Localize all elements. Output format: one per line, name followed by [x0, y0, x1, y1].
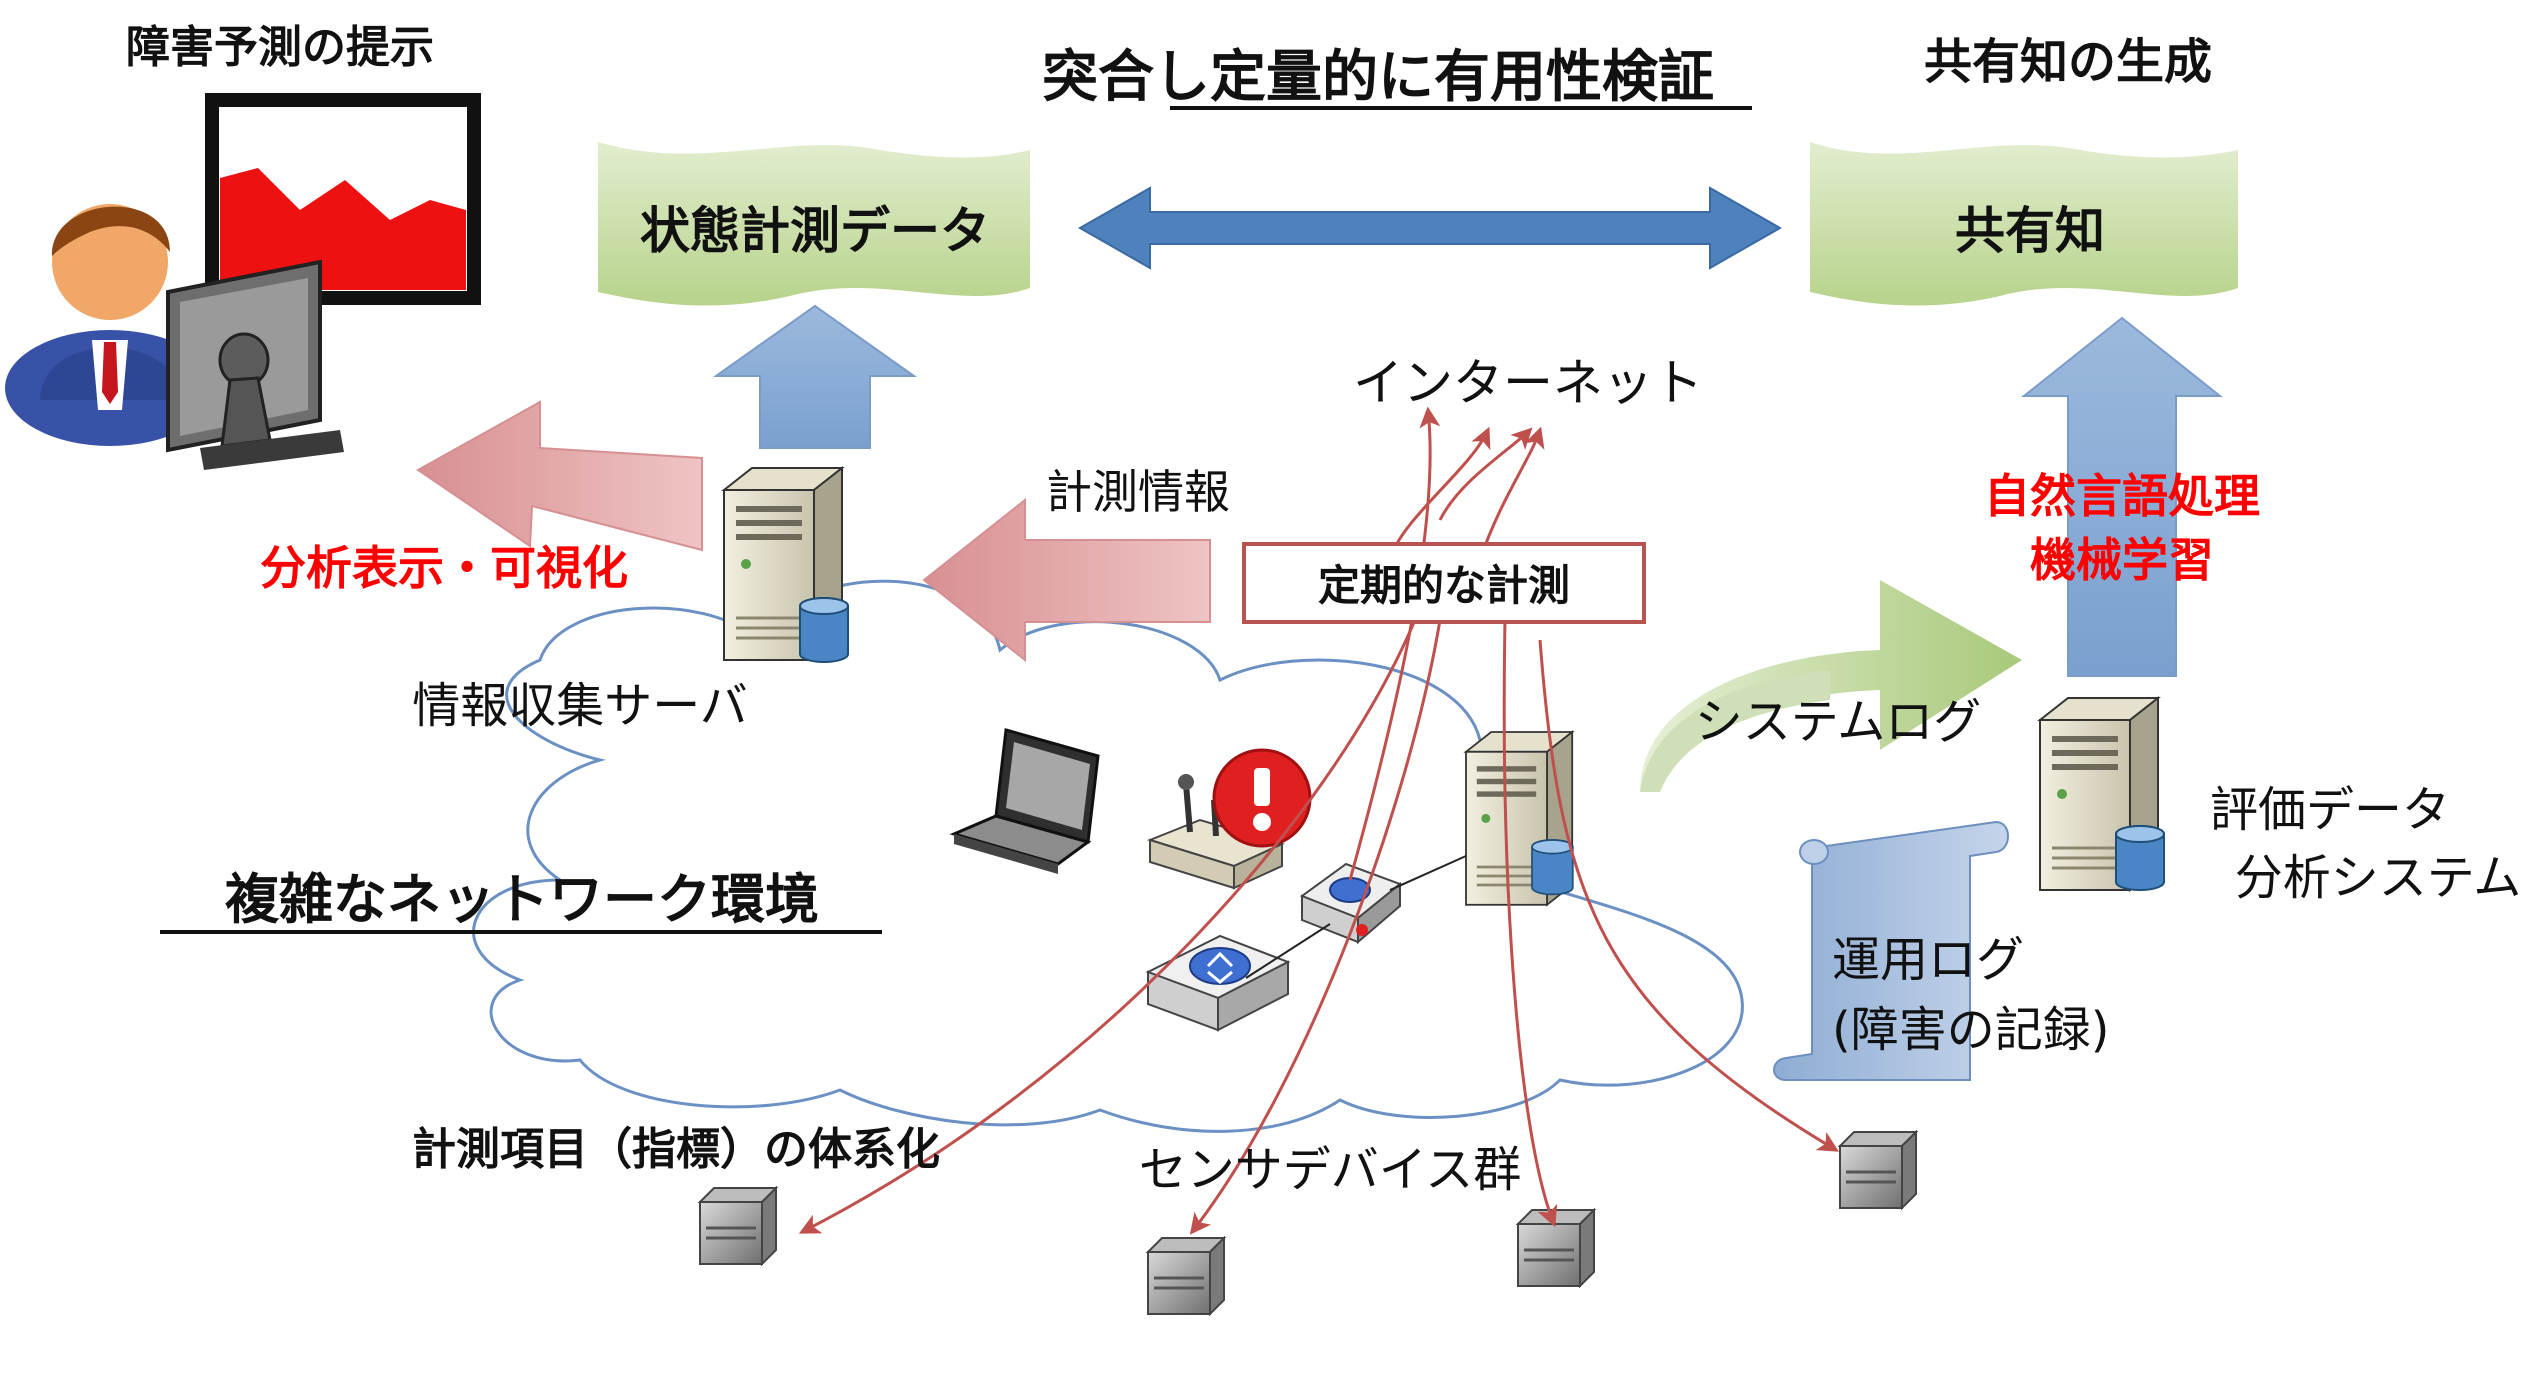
up-arrow-left — [712, 304, 918, 449]
ops-log-label-1: 運用ログ — [1832, 932, 2024, 988]
shared-knowledge-banner: 共有知 — [1810, 142, 2238, 306]
collector-server-label: 情報収集サーバ — [412, 678, 748, 734]
periodic-measurement-box — [1242, 542, 1646, 624]
analysis-display-label: 分析表示・可視化 — [260, 541, 628, 595]
eval-system-label-1: 評価データ — [2210, 782, 2450, 838]
measurement-info-arrow — [922, 497, 1211, 663]
nlp-label: 自然言語処理 — [1984, 469, 2260, 523]
switch-icon — [1299, 862, 1402, 945]
indicator-system-label: 計測項目（指標）の体系化 — [412, 1124, 940, 1175]
verification-title: 突合し定量的に有用性検証 — [1042, 45, 1714, 110]
network-cloud-icon — [472, 579, 1744, 1133]
system-log-label: システムログ — [1695, 694, 1982, 750]
sensor-device-icon-2 — [1146, 1236, 1226, 1316]
ml-label: 機械学習 — [2030, 533, 2214, 587]
sensor-device-icon-3 — [1516, 1208, 1596, 1288]
sensor-device-icon-1 — [698, 1186, 778, 1266]
eval-system-label-2: 分析システム — [2235, 850, 2522, 906]
scroll-icon — [1773, 820, 2009, 1081]
double-arrow — [1077, 186, 1783, 270]
system-log-arrow-shadow — [1640, 670, 1830, 792]
alert-icon — [1212, 748, 1312, 848]
eval-db-icon — [2115, 825, 2165, 891]
sensor-devices-label: センサデバイス群 — [1139, 1142, 1522, 1198]
periodic-measurement-label: 定期的な計測 — [1318, 561, 1570, 610]
fault-prediction-title: 障害予測の提示 — [126, 22, 434, 73]
ops-log-label-2: (障害の記録) — [1832, 1002, 2109, 1058]
network-links — [1245, 855, 1467, 979]
network-db-icon — [1531, 839, 1574, 896]
system-log-arrow — [1640, 580, 2022, 792]
shared-knowledge-label: 共有知 — [1955, 202, 2105, 260]
user-at-monitor-icon — [5, 93, 481, 470]
state-data-label: 状態計測データ — [640, 202, 990, 260]
internet-label: インターネット — [1353, 354, 1703, 412]
visualize-arrow — [416, 400, 703, 552]
measurement-info-label: 計測情報 — [1046, 465, 1230, 519]
sensor-device-icon-4 — [1838, 1130, 1918, 1210]
complex-network-label: 複雑なネットワーク環境 — [225, 868, 819, 931]
router-icon — [1145, 934, 1291, 1032]
collector-db-icon — [799, 597, 849, 663]
shared-knowledge-gen-title: 共有知の生成 — [1924, 34, 2212, 90]
laptop-icon — [949, 728, 1100, 874]
state-data-banner: 状態計測データ — [598, 142, 1030, 306]
up-arrow-right — [2021, 316, 2223, 677]
